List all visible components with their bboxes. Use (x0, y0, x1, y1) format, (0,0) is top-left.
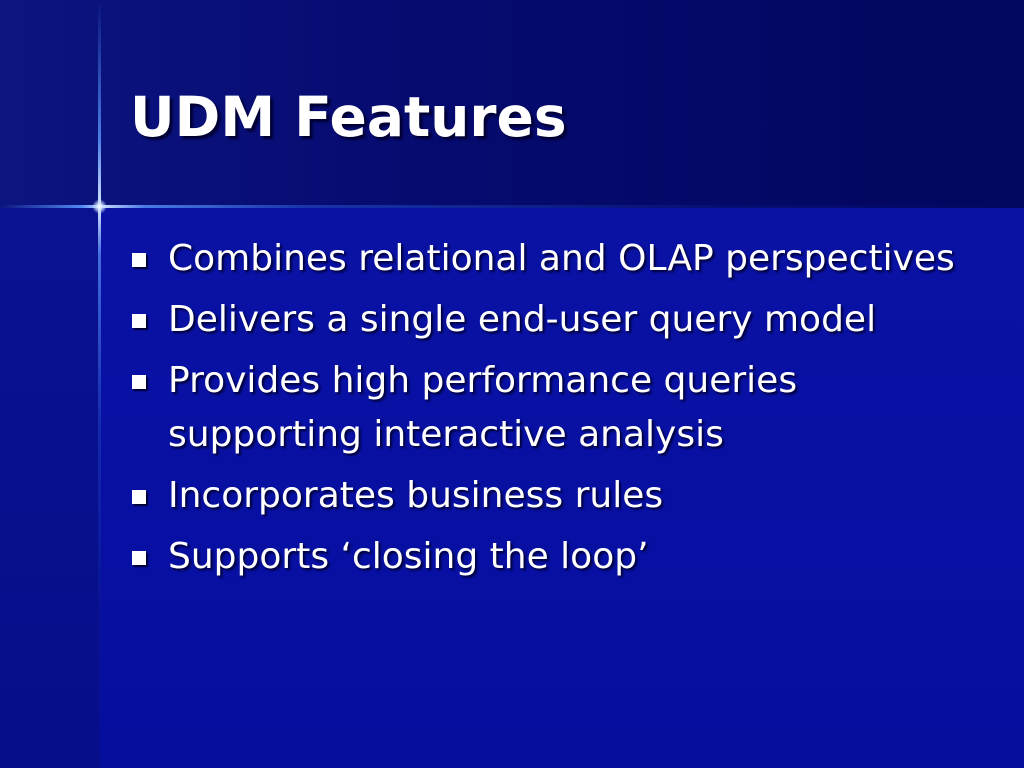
content-area (100, 208, 1024, 768)
square-bullet-icon (132, 314, 146, 328)
square-bullet-icon (132, 253, 146, 267)
square-bullet-icon (132, 551, 146, 565)
vertical-accent-line (98, 0, 101, 768)
bullet-text: Provides high performance queries suppor… (168, 360, 798, 455)
bullet-item: Combines relational and OLAP perspective… (130, 232, 990, 286)
bullet-text: Supports ‘closing the loop’ (168, 536, 649, 577)
bullet-item: Delivers a single end-user query model (130, 293, 990, 347)
bullet-list: Combines relational and OLAP perspective… (130, 232, 990, 591)
sparkle-icon (92, 199, 107, 214)
bullet-item: Provides high performance queries suppor… (130, 354, 990, 462)
bullet-item: Supports ‘closing the loop’ (130, 530, 990, 584)
slide-title: UDM Features (130, 85, 567, 149)
bullet-text: Delivers a single end-user query model (168, 299, 877, 340)
horizontal-accent-line (0, 205, 1024, 208)
title-band (0, 0, 1024, 208)
square-bullet-icon (132, 490, 146, 504)
bullet-text: Combines relational and OLAP perspective… (168, 238, 955, 279)
bullet-text: Incorporates business rules (168, 475, 664, 516)
bullet-item: Incorporates business rules (130, 469, 990, 523)
square-bullet-icon (132, 375, 146, 389)
left-margin-band (0, 208, 100, 768)
